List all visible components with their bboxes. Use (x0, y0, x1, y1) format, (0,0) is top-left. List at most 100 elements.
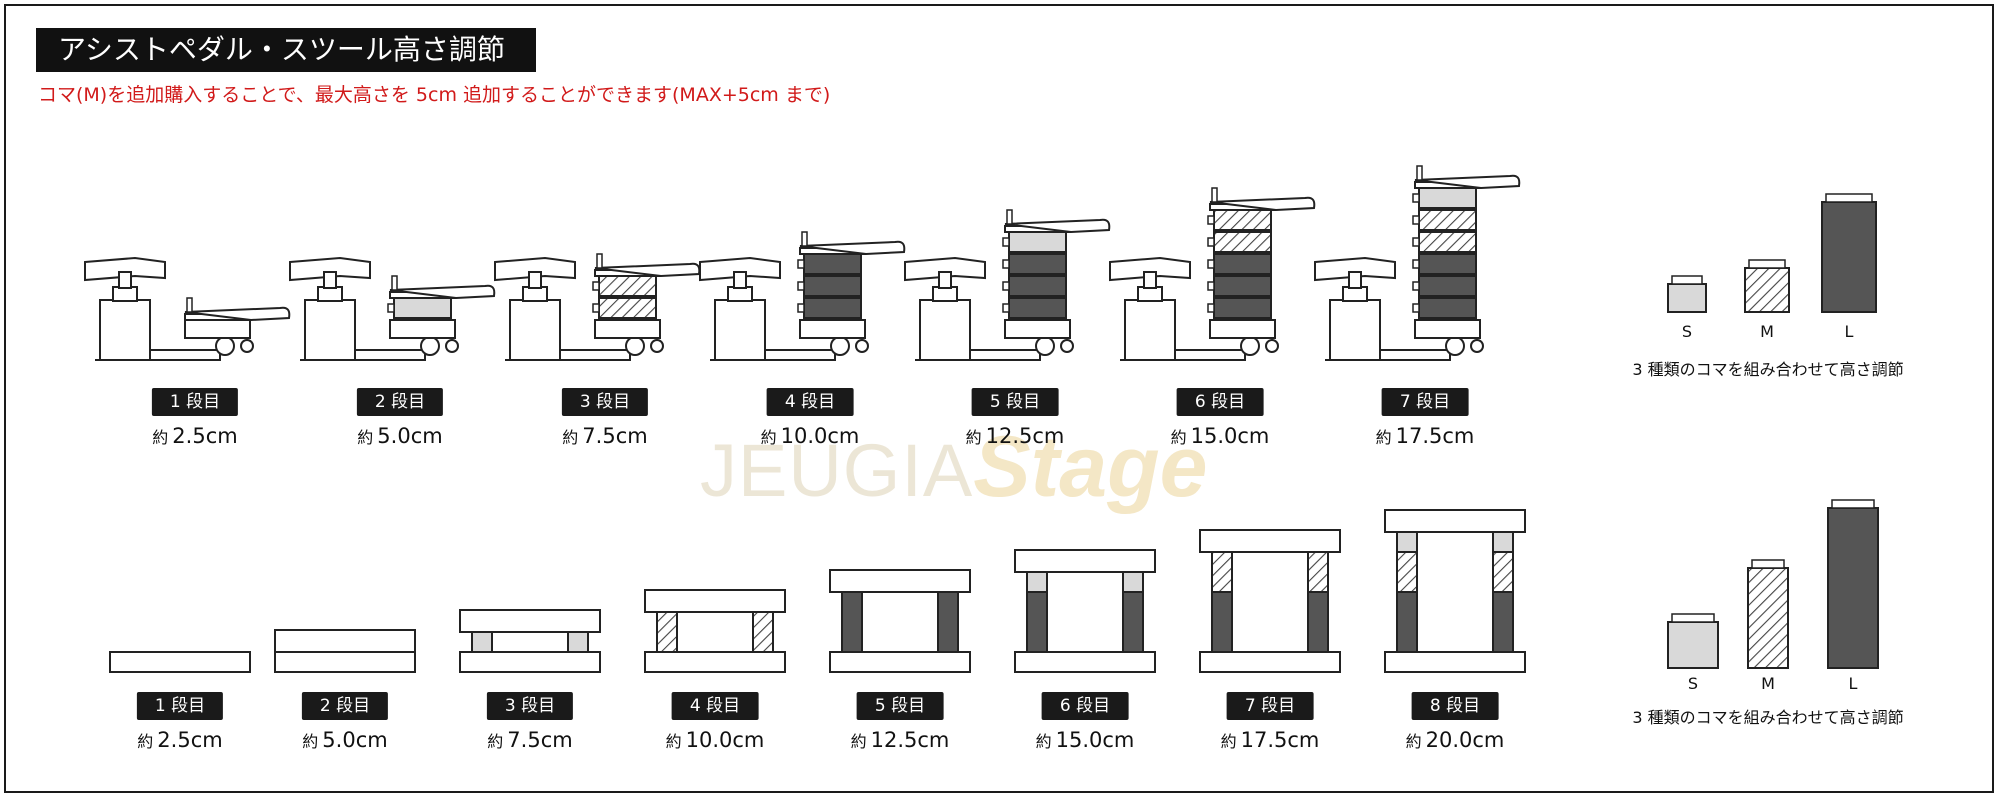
stool-top-board (1384, 509, 1526, 533)
stool-base-board (644, 651, 786, 673)
stool-leg-L (1026, 591, 1048, 653)
base-rail (300, 349, 426, 361)
height-number: 17.5cm (1240, 728, 1320, 752)
pedal-hinge (801, 231, 808, 247)
stool-level-2 (274, 629, 416, 673)
pedal-block-L (1008, 275, 1067, 297)
pedal-base-block (1414, 319, 1481, 339)
height-number: 15.0cm (1190, 424, 1270, 448)
stool-leg-L (1122, 591, 1144, 653)
block-tab (592, 281, 600, 291)
stool-key-block-M (1747, 567, 1789, 669)
stool-key-block-L (1827, 507, 1879, 669)
stool-leg-L (1492, 591, 1514, 653)
height-prefix: 約 (152, 428, 169, 447)
height-number: 5.0cm (322, 728, 388, 752)
clamp-body (509, 299, 561, 361)
wheel-small (650, 339, 664, 353)
pedal-hinge (1006, 209, 1013, 225)
height-number: 10.0cm (780, 424, 860, 448)
stool-leg-M (1396, 551, 1418, 593)
stool-key-size-label-L: L (1848, 674, 1858, 693)
page-title: アシストペダル・スツール高さ調節 (36, 28, 536, 72)
clamp-body (919, 299, 971, 361)
stage-badge: 4 段目 (671, 692, 759, 720)
stage-badge: 5 段目 (971, 388, 1059, 416)
block-tab (797, 259, 805, 269)
clamp-neck (112, 286, 138, 302)
wheel-small (1265, 339, 1279, 353)
wing-knob (904, 256, 986, 282)
clamp-neck (317, 286, 343, 302)
assist-pedal-level-2 (289, 256, 496, 361)
block-tab (1002, 303, 1010, 313)
knob-stem (323, 271, 337, 289)
knob-stem (118, 271, 132, 289)
subtitle-note: コマ(M)を追加購入することで、最大高さを 5cm 追加することができます(MA… (38, 84, 831, 106)
pedal-hinge (186, 297, 193, 313)
stool-base-board (1014, 651, 1156, 673)
height-number: 17.5cm (1395, 424, 1475, 448)
pedal-plate (1414, 174, 1521, 190)
assist-pedal-level-4 (699, 231, 906, 361)
block-tab (1002, 281, 1010, 291)
stool-top-board (1199, 529, 1341, 553)
height-number: 12.5cm (985, 424, 1065, 448)
pedal-block-L (803, 275, 862, 297)
height-prefix: 約 (1375, 428, 1392, 447)
stool-key-block-cap-L (1831, 499, 1875, 509)
stage-badge: 1 段目 (151, 388, 239, 416)
height-number: 15.0cm (1055, 728, 1135, 752)
pedal-key-block-S (1667, 283, 1707, 313)
stool-base-board (829, 651, 971, 673)
wheel (1240, 336, 1260, 356)
pedal-block-M (1418, 209, 1477, 231)
block-tab (1412, 215, 1420, 225)
stage-badge: 8 段目 (1411, 692, 1499, 720)
height-prefix: 約 (965, 428, 982, 447)
pedal-plate (184, 306, 291, 322)
stool-leg-L (841, 591, 863, 653)
stool-level-8 (1384, 509, 1526, 673)
pedal-hinge (391, 275, 398, 291)
pedal-block-M (1213, 231, 1272, 253)
stage-badge: 7 段目 (1381, 388, 1469, 416)
block-tab (1412, 193, 1420, 203)
stool-base-board (1199, 651, 1341, 673)
assist-pedal-level-1 (84, 256, 291, 361)
pedal-block-L (1418, 275, 1477, 297)
pedal-block-L (1418, 253, 1477, 275)
stage-badge: 1 段目 (136, 692, 224, 720)
pedal-block-S (1008, 231, 1067, 253)
stool-level-7 (1199, 529, 1341, 673)
stool-level-1 (109, 651, 251, 673)
clamp-body (304, 299, 356, 361)
height-prefix: 約 (1220, 732, 1237, 751)
pedal-key-block-cap-M (1748, 259, 1786, 269)
pedal-plate (1004, 218, 1111, 234)
stool-base-board (274, 651, 416, 673)
stool-leg-S (471, 631, 493, 653)
height-number: 12.5cm (870, 728, 950, 752)
stool-leg-L (937, 591, 959, 653)
stage-badge: 3 段目 (486, 692, 574, 720)
block-tab (1002, 237, 1010, 247)
wheel-small (445, 339, 459, 353)
wheel-small (855, 339, 869, 353)
block-tab (1412, 237, 1420, 247)
stool-leg-S (1492, 531, 1514, 553)
base-rail (95, 349, 221, 361)
